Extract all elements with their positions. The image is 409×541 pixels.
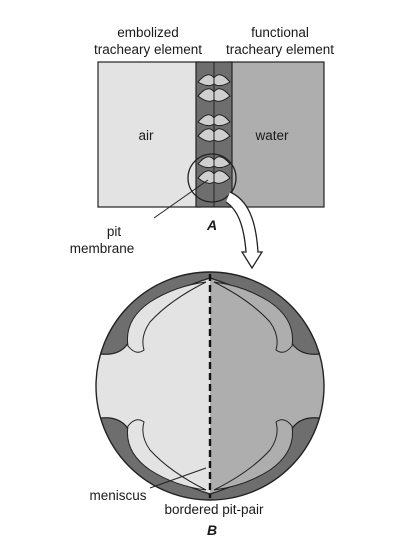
- embolized-label-line2: tracheary element: [94, 42, 202, 57]
- water-label: water: [254, 128, 289, 143]
- bottom-right-lens: [213, 419, 294, 491]
- top-right-lens: [213, 281, 294, 353]
- highlight-circle: [187, 153, 237, 203]
- panel-a-label: A: [206, 217, 217, 233]
- pit-pair-outline: [95, 271, 325, 501]
- functional-label-line2: tracheary element: [226, 42, 334, 57]
- pit-membrane-leader: [153, 179, 209, 219]
- panel-b-label: B: [207, 522, 217, 538]
- zoom-arrow: [225, 191, 264, 270]
- panel-a: embolized tracheary element functional t…: [70, 25, 334, 270]
- bordered-pit-pair-label: bordered pit-pair: [164, 502, 264, 517]
- pit-membrane-label-line2: membrane: [70, 241, 135, 256]
- bottom-pit-border: [96, 417, 324, 500]
- top-left-lens: [126, 281, 207, 353]
- meniscus-leader: [149, 467, 207, 489]
- functional-element-region: [227, 61, 325, 208]
- pit-chambers: [197, 74, 231, 184]
- bottom-left-lens: [126, 419, 207, 491]
- embolized-element-region: [97, 61, 201, 208]
- pit-membrane-label-line1: pit: [107, 224, 122, 239]
- functional-label-line1: functional: [251, 25, 309, 40]
- meniscus-label: meniscus: [89, 488, 146, 503]
- embolized-label-line1: embolized: [117, 25, 179, 40]
- panel-b: meniscus bordered pit-pair B: [89, 271, 325, 538]
- air-label: air: [138, 128, 154, 143]
